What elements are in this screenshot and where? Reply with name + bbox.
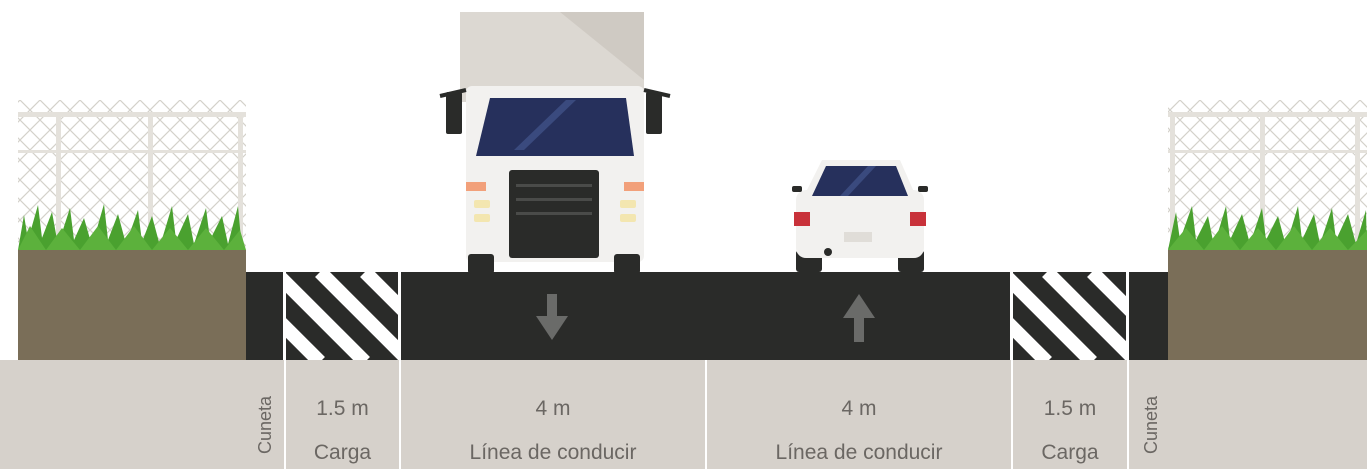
cuneta-right-label: Cuneta [1141, 395, 1161, 455]
soil-left [18, 250, 246, 360]
grass-icon [18, 204, 246, 250]
lane-left-width: 4 m [535, 397, 571, 420]
carga-left-width: 1.5 m [316, 397, 369, 420]
carga-right-hatch [1012, 272, 1127, 360]
soil-right [1168, 250, 1367, 360]
carga-right-label: Carga [1041, 441, 1099, 464]
lane-line [398, 272, 401, 360]
grass-icon [1168, 206, 1367, 250]
cuneta-left-label: Cuneta [255, 395, 275, 455]
lane-line [1010, 272, 1013, 360]
lane-right-width: 4 m [841, 397, 877, 420]
segment-dividers [284, 360, 1129, 469]
carga-left-hatch [285, 272, 400, 360]
carga-left-label: Carga [313, 441, 372, 464]
truck-icon [439, 12, 671, 274]
lane-left-label: Línea de conducir [469, 441, 637, 464]
fence-icon [1168, 100, 1367, 250]
car-icon [792, 160, 928, 272]
arrow-up-icon [843, 294, 875, 342]
carga-right-width: 1.5 m [1043, 397, 1097, 420]
arrow-down-icon [536, 294, 568, 340]
lane-line [283, 272, 286, 360]
ground-band [0, 360, 1367, 469]
lane-right-label: Línea de conducir [775, 441, 943, 464]
lane-line [1126, 272, 1129, 360]
